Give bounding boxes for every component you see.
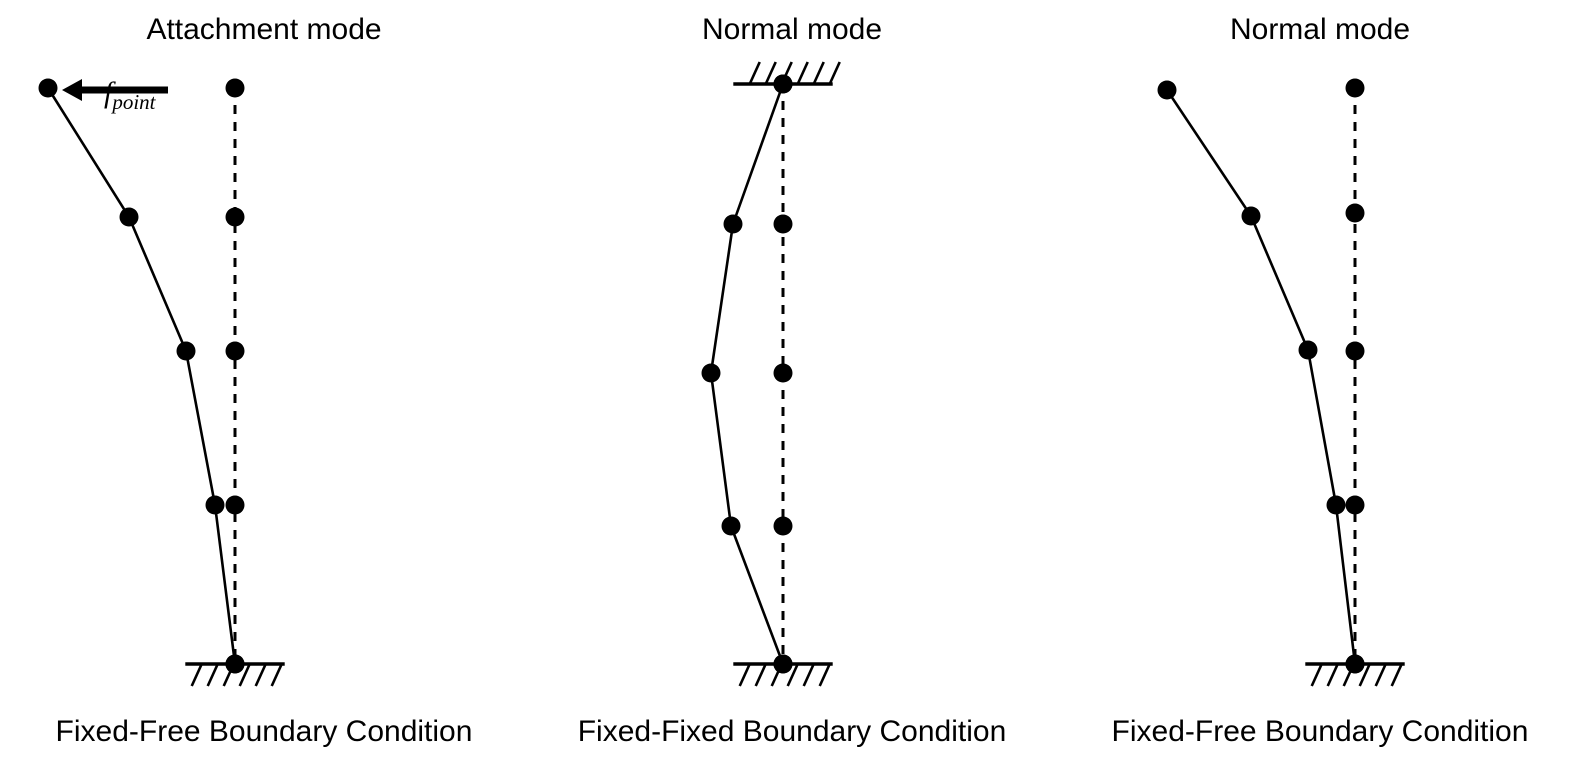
support-hatch xyxy=(254,663,267,687)
support-hatch xyxy=(754,663,767,687)
reference-node xyxy=(1345,495,1365,515)
reference-node-group xyxy=(225,78,245,674)
force-arrow xyxy=(62,79,168,101)
support-hatch xyxy=(738,663,751,687)
mode-node xyxy=(721,516,741,536)
mode-node xyxy=(723,214,743,234)
mode-node xyxy=(205,495,225,515)
mode-node xyxy=(1298,340,1318,360)
mode-node xyxy=(701,363,721,383)
support-hatch xyxy=(190,663,203,687)
support-hatch xyxy=(270,663,283,687)
force-label-symbol: f xyxy=(104,76,113,109)
support-hatch xyxy=(1342,663,1355,687)
support-hatch xyxy=(818,663,831,687)
mode-node xyxy=(38,78,58,98)
fixed-support-symbol-bottom xyxy=(1305,662,1405,687)
mode-node-group xyxy=(701,74,793,674)
support-hatch xyxy=(780,61,793,85)
reference-node xyxy=(773,363,793,383)
support-hatch xyxy=(1326,663,1339,687)
reference-node xyxy=(1345,203,1365,223)
force-arrow-head xyxy=(62,79,82,101)
support-hatch xyxy=(1374,663,1387,687)
mode-node xyxy=(1326,495,1346,515)
reference-node xyxy=(1345,341,1365,361)
force-label: fpoint xyxy=(104,78,156,113)
reference-node xyxy=(773,516,793,536)
support-hatch xyxy=(206,663,219,687)
support-hatch xyxy=(748,61,761,85)
support-hatch xyxy=(222,663,235,687)
panel-caption: Fixed-Free Boundary Condition xyxy=(1111,715,1529,748)
panel-caption: Fixed-Fixed Boundary Condition xyxy=(577,715,1007,748)
mode-node xyxy=(119,207,139,227)
fixed-support-symbol-bottom xyxy=(185,662,285,687)
support-hatch xyxy=(828,61,841,85)
reference-node xyxy=(225,78,245,98)
panel-title: Normal mode xyxy=(1229,13,1411,46)
support-hatch xyxy=(812,61,825,85)
support-hatch xyxy=(786,663,799,687)
reference-node xyxy=(773,214,793,234)
mode-node xyxy=(1241,206,1261,226)
panel-caption: Fixed-Free Boundary Condition xyxy=(55,715,473,748)
reference-node xyxy=(225,495,245,515)
mode-node xyxy=(1157,80,1177,100)
fixed-support-symbol-top xyxy=(733,61,841,86)
force-label-subscript: point xyxy=(112,90,156,114)
mode-node xyxy=(176,341,196,361)
support-hatch xyxy=(802,663,815,687)
reference-node xyxy=(225,341,245,361)
support-hatch xyxy=(1358,663,1371,687)
panel-title: Normal mode xyxy=(701,13,883,46)
reference-node xyxy=(225,207,245,227)
support-hatch xyxy=(796,61,809,85)
support-hatch xyxy=(764,61,777,85)
mode-node-group xyxy=(38,78,245,674)
mode-node-group xyxy=(1157,80,1365,674)
support-hatch xyxy=(1390,663,1403,687)
support-hatch xyxy=(238,663,251,687)
panel-title: Attachment mode xyxy=(146,13,382,46)
support-hatch xyxy=(1310,663,1323,687)
reference-node xyxy=(1345,78,1365,98)
fixed-support-symbol-bottom xyxy=(733,662,833,687)
deformed-mode-line xyxy=(1165,88,1357,666)
support-hatch xyxy=(770,663,783,687)
